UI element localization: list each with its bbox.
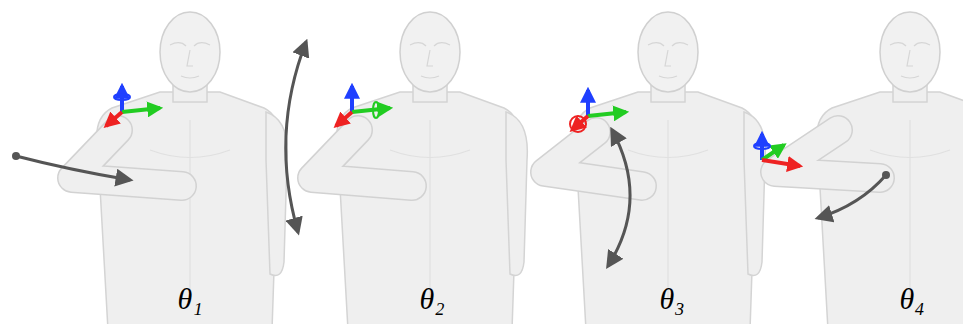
- angle-label: θ₂: [419, 284, 444, 314]
- angle-label: θ₄: [899, 284, 924, 314]
- angle-label: θ₃: [659, 284, 684, 314]
- angle-label: θ₁: [177, 284, 202, 314]
